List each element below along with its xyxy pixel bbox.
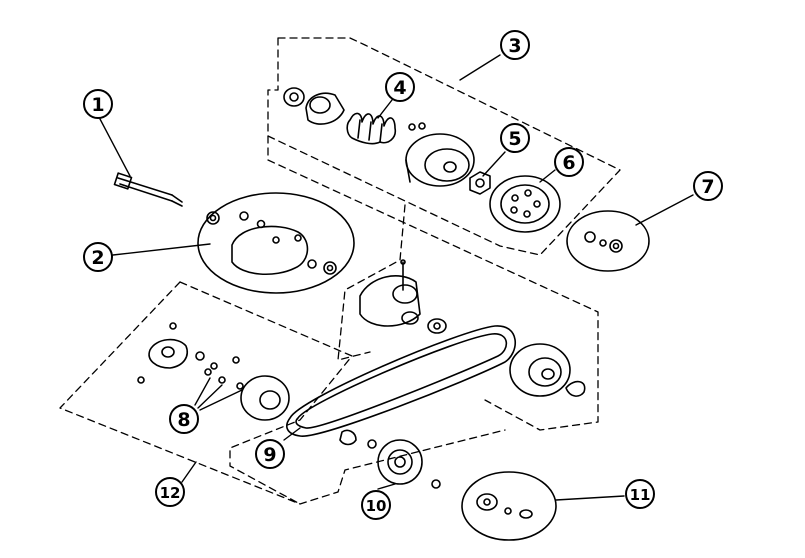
leader-lines bbox=[99, 54, 694, 501]
part-1-shaft bbox=[113, 172, 183, 207]
callout-3: 3 bbox=[500, 30, 530, 60]
part-11-washers bbox=[476, 493, 533, 519]
part-4-spring bbox=[346, 112, 426, 145]
callouts: 1 2 3 4 5 6 7 8 bbox=[83, 30, 723, 520]
part-6-clutch-drum bbox=[489, 175, 561, 233]
callout-1: 1 bbox=[83, 89, 113, 119]
part-9-v-belt bbox=[286, 325, 517, 437]
part-7-bearings bbox=[584, 231, 623, 253]
part-2-cover-assembly bbox=[206, 211, 337, 276]
driven-pulley-outline bbox=[337, 204, 406, 361]
driven-pulley-center bbox=[359, 259, 447, 334]
clutch-group-outline bbox=[267, 37, 621, 256]
callout-10: 10 bbox=[361, 490, 391, 520]
callout-7: 7 bbox=[693, 171, 723, 201]
drive-group-outline bbox=[59, 281, 506, 505]
drive-group-inner-outline bbox=[179, 281, 353, 505]
callout-6-label: 6 bbox=[562, 152, 575, 174]
callout-8: 8 bbox=[169, 404, 199, 434]
callout-12: 12 bbox=[155, 477, 185, 507]
part-10-gear bbox=[339, 429, 441, 489]
bearing-set-circle bbox=[566, 210, 650, 272]
callout-9-label: 9 bbox=[263, 444, 276, 466]
callout-4: 4 bbox=[385, 72, 415, 102]
lower-transmission-outline bbox=[267, 135, 599, 431]
callout-11: 11 bbox=[625, 479, 655, 509]
callout-10-label: 10 bbox=[366, 497, 387, 515]
part-5-nut bbox=[469, 171, 491, 195]
callout-2-label: 2 bbox=[91, 247, 104, 269]
callout-12-label: 12 bbox=[160, 484, 181, 502]
group-outlines bbox=[59, 37, 621, 505]
callout-6: 6 bbox=[554, 147, 584, 177]
part-8-drive-face bbox=[137, 322, 290, 421]
washer-set-circle bbox=[461, 471, 557, 541]
callout-5-label: 5 bbox=[508, 128, 521, 150]
part-3-clutch-pieces bbox=[283, 87, 345, 125]
callout-11-label: 11 bbox=[630, 486, 651, 504]
rear-driven-pulley bbox=[509, 343, 586, 397]
callout-1-label: 1 bbox=[91, 94, 104, 116]
callout-4-label: 4 bbox=[393, 77, 406, 99]
callout-2: 2 bbox=[83, 242, 113, 272]
callout-9: 9 bbox=[255, 439, 285, 469]
cover-assembly-circle bbox=[197, 192, 355, 294]
callout-5: 5 bbox=[500, 123, 530, 153]
callout-8-label: 8 bbox=[177, 409, 190, 431]
callout-7-label: 7 bbox=[701, 176, 714, 198]
clutch-shoe bbox=[405, 133, 475, 187]
callout-3-label: 3 bbox=[508, 35, 521, 57]
